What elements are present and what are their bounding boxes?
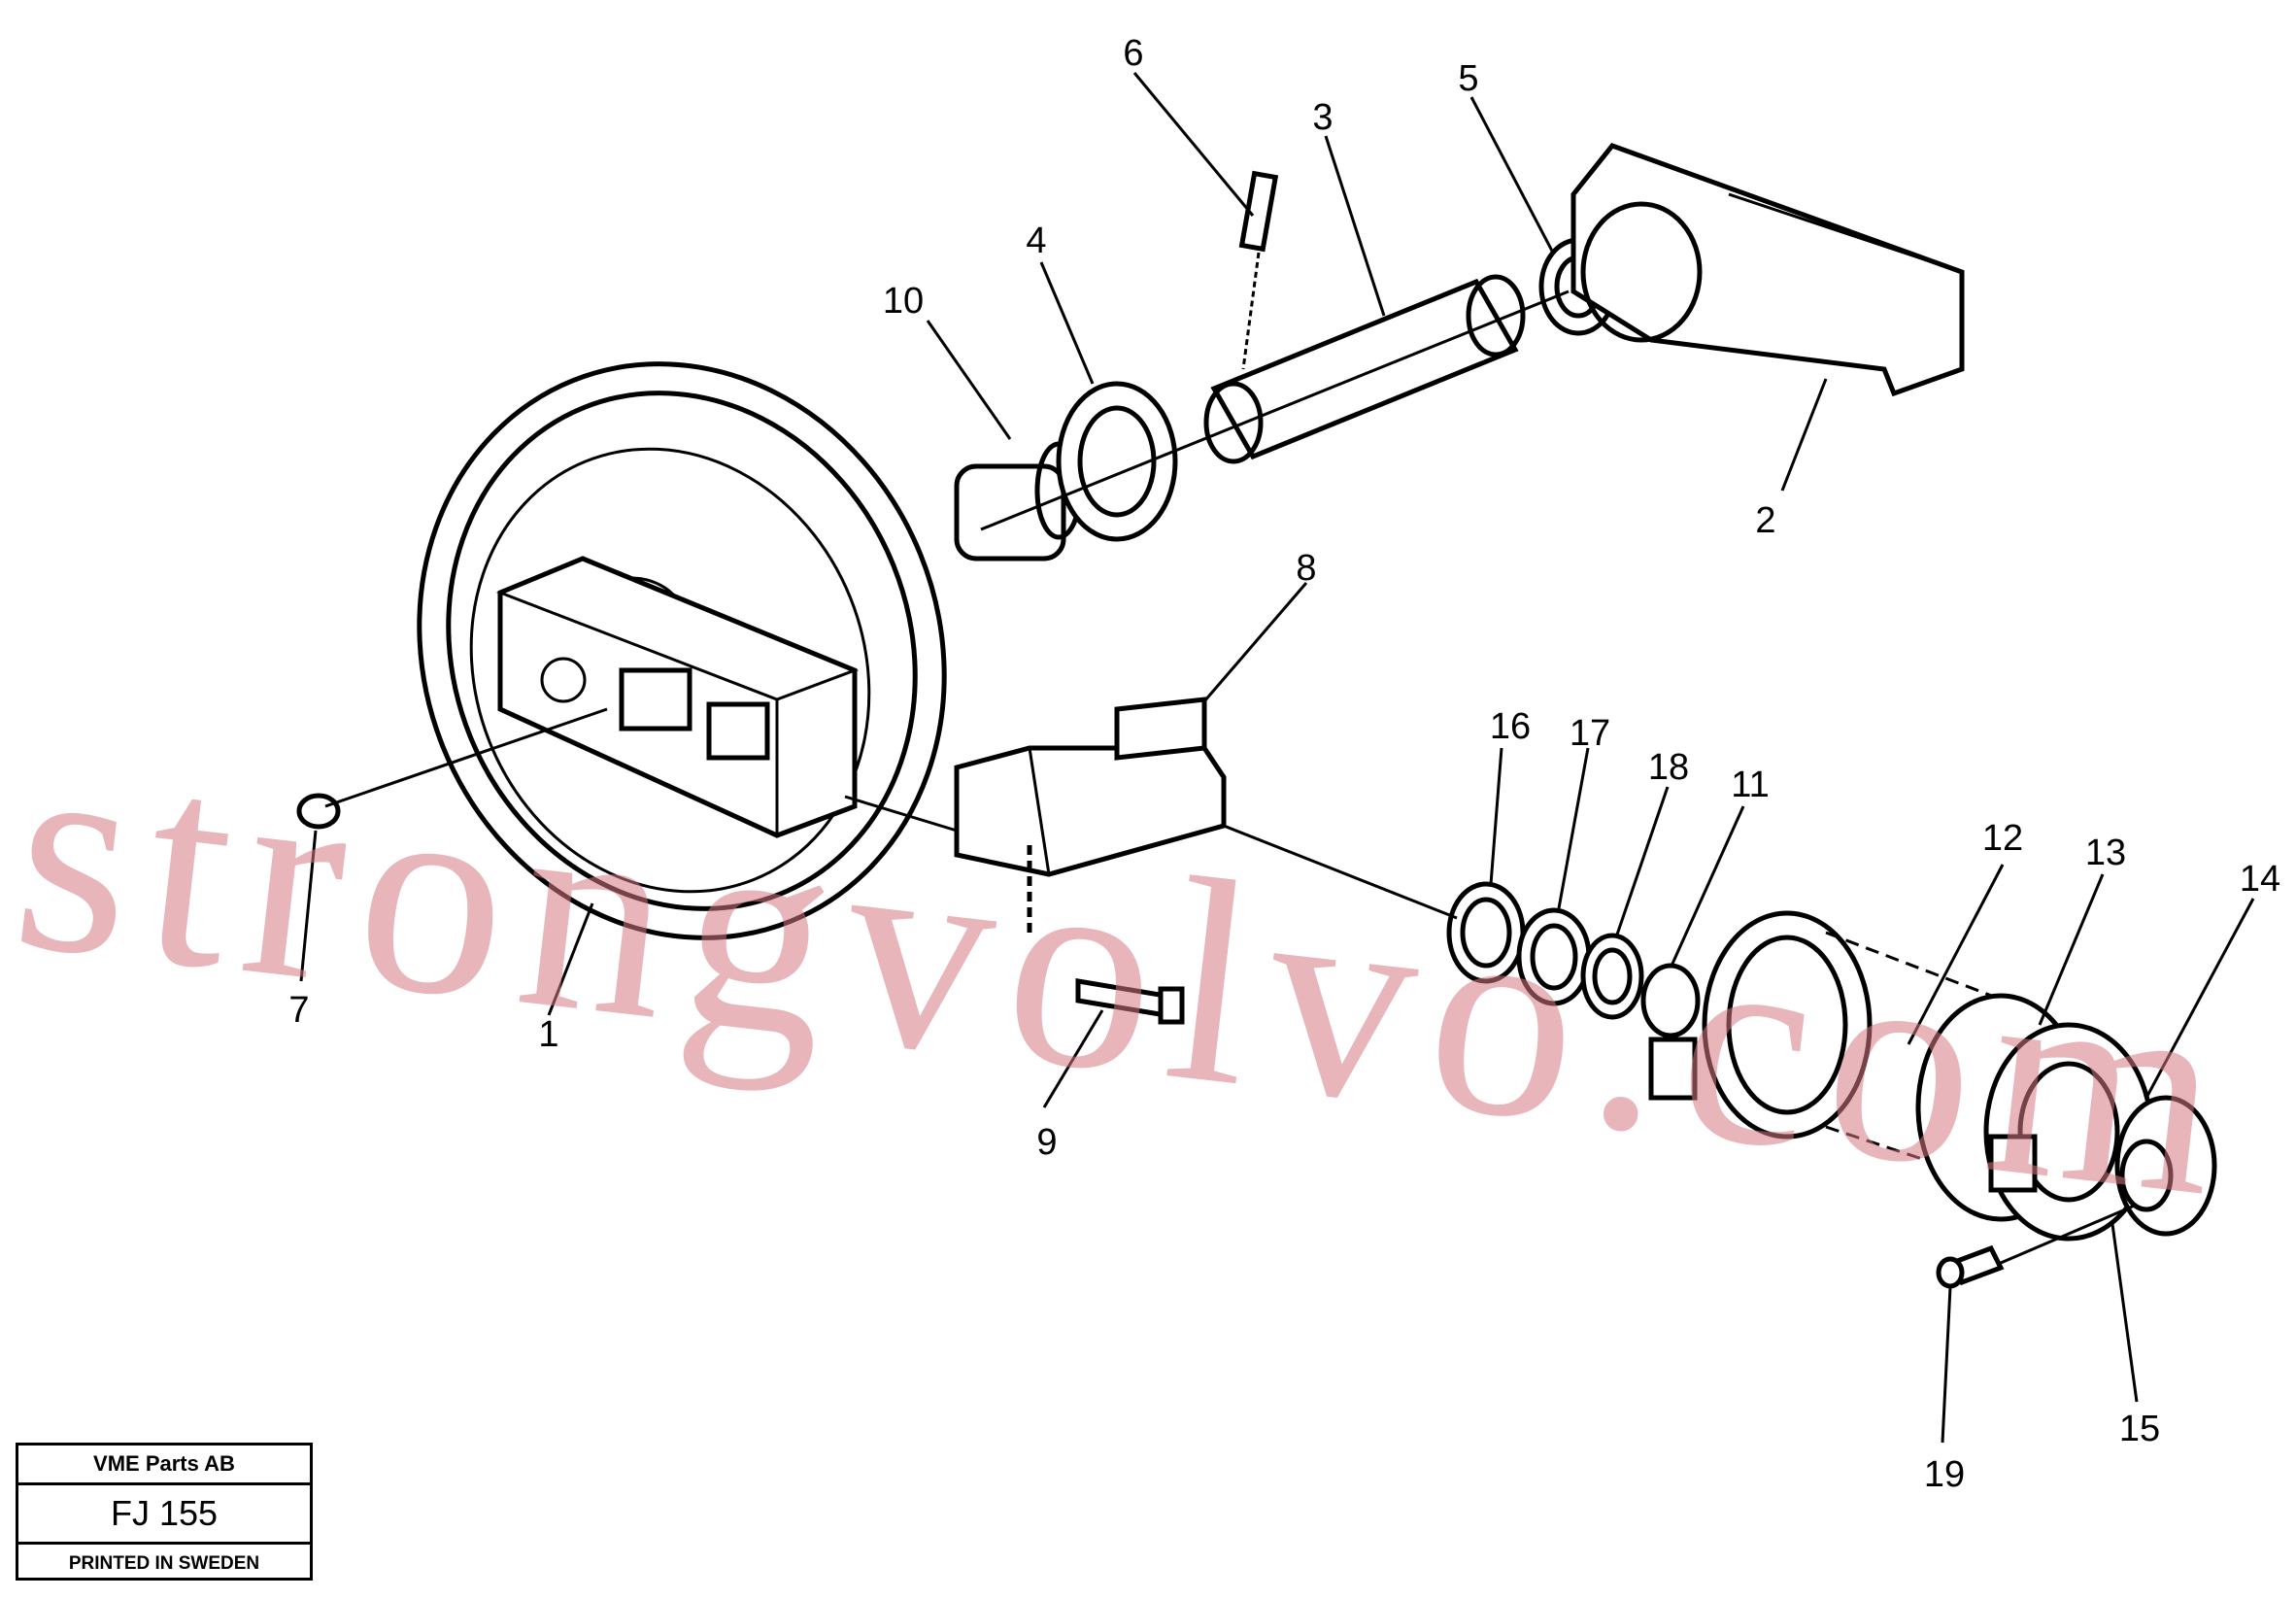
collar-11	[1640, 963, 1701, 1038]
callout-5: 5	[1458, 58, 1478, 99]
callout-2: 2	[1755, 500, 1775, 541]
callout-10: 10	[883, 281, 924, 322]
shaft-3	[1203, 274, 1526, 464]
roller-assembly	[1648, 910, 2154, 1242]
callout-19: 19	[1924, 1454, 1965, 1495]
callouts: 1 2 3 4 5 6 7 8 9 10 11 12 13 14 15 16 1…	[288, 33, 2280, 1495]
callout-4: 4	[1026, 221, 1046, 261]
bolt-9	[1075, 978, 1185, 1025]
callout-7: 7	[288, 990, 309, 1031]
ring-17	[1516, 907, 1592, 1006]
callout-8: 8	[1296, 548, 1316, 589]
stamp-drawing-number: FJ 155	[18, 1485, 310, 1545]
bracket-2	[1570, 143, 1965, 397]
idler-yoke	[495, 556, 860, 838]
callout-17: 17	[1570, 713, 1610, 754]
callout-11: 11	[1731, 765, 1769, 805]
callout-18: 18	[1648, 747, 1689, 788]
stamp-company: VME Parts AB	[18, 1446, 310, 1485]
callout-15: 15	[2119, 1409, 2160, 1449]
plug-7	[296, 793, 341, 830]
callout-16: 16	[1490, 706, 1531, 747]
grease-nipple-19	[1936, 1244, 2005, 1289]
assembly-axes	[324, 289, 2138, 1265]
callout-3: 3	[1312, 97, 1333, 138]
bar-8	[954, 697, 1227, 933]
leader-lines	[299, 72, 2255, 1444]
seal-ring-4	[1056, 381, 1178, 542]
callout-12: 12	[1982, 818, 2023, 859]
stamp-printed: PRINTED IN SWEDEN	[68, 1553, 260, 1574]
callout-6: 6	[1123, 33, 1143, 74]
callout-1: 1	[538, 1014, 558, 1055]
end-cap-14	[2114, 1095, 2217, 1237]
callout-9: 9	[1036, 1122, 1057, 1163]
ring-16	[1446, 881, 1526, 984]
pin-6	[1238, 170, 1279, 370]
ring-18	[1580, 933, 1644, 1020]
callout-13: 13	[2085, 833, 2126, 873]
callout-14: 14	[2240, 859, 2280, 900]
title-stamp: VME Parts AB FJ 155 PRINTED IN SWEDEN	[16, 1443, 313, 1581]
